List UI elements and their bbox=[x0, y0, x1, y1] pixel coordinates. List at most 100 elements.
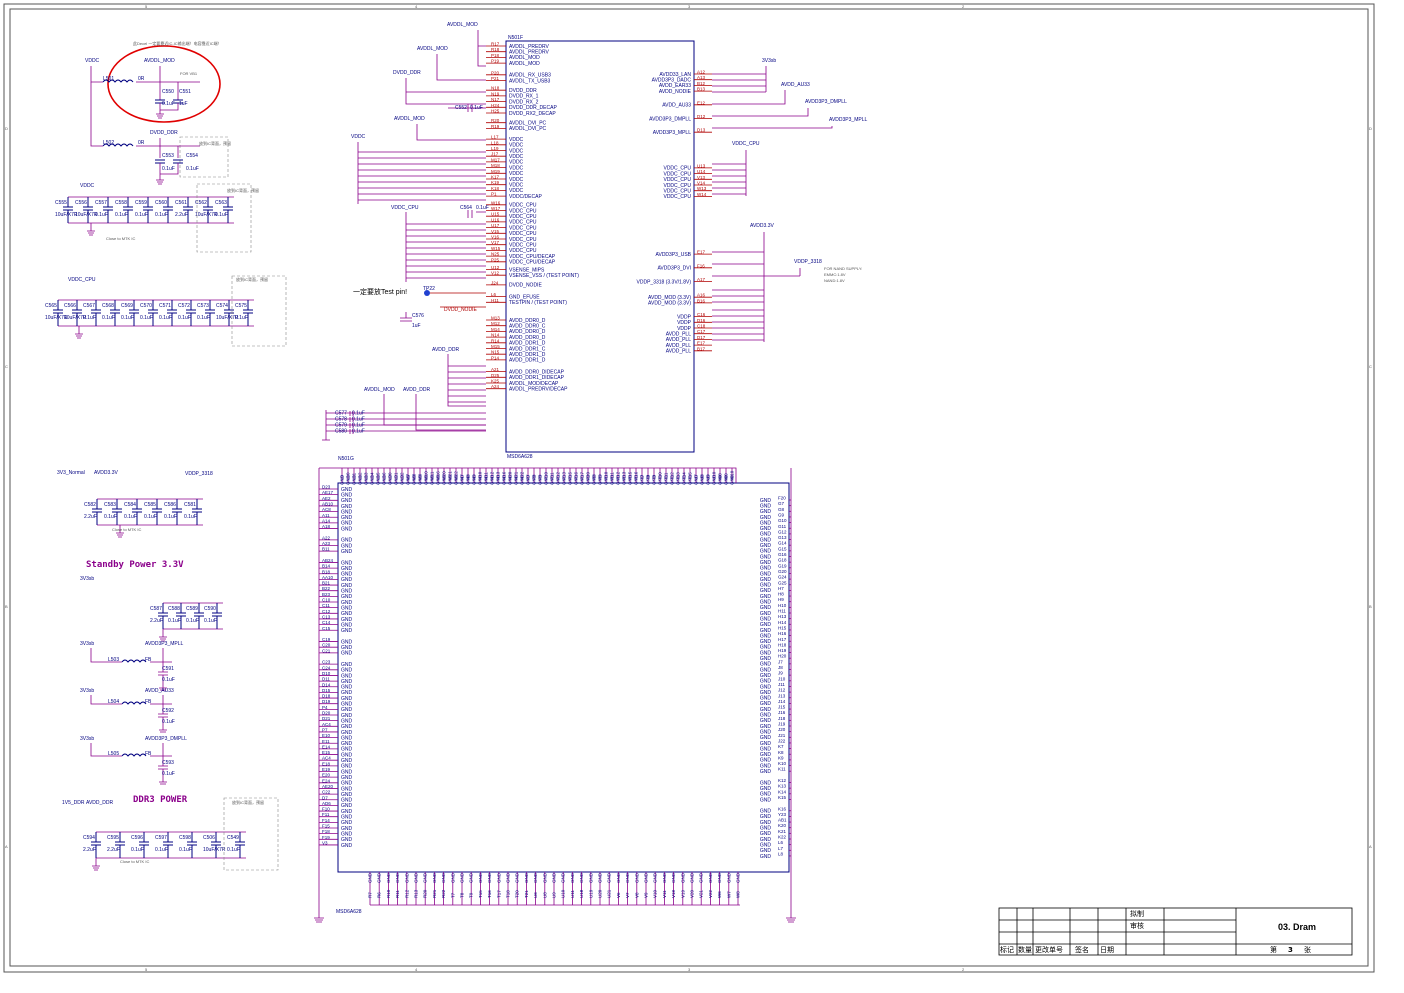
gnd-1 bbox=[156, 103, 179, 119]
cap-ref: C587 bbox=[150, 606, 162, 612]
c564-val: 0.1uF bbox=[476, 205, 489, 211]
cap-value: 0.1uF bbox=[155, 212, 168, 218]
pin-number: P9 bbox=[538, 474, 543, 480]
pin-number: W10 bbox=[730, 470, 735, 480]
fb-wires bbox=[90, 648, 172, 691]
pin-name: AVDD_PLL bbox=[666, 332, 691, 338]
c564-ref: C564 bbox=[460, 205, 472, 211]
capacitor-symbol bbox=[115, 832, 125, 858]
pin-name: GND bbox=[622, 474, 627, 485]
pin-number: J10 bbox=[778, 676, 786, 681]
pin-number: T9 bbox=[652, 474, 657, 480]
pin-name: GND bbox=[502, 474, 507, 485]
capacitor-symbol bbox=[163, 832, 173, 858]
gnd-2 bbox=[156, 163, 179, 185]
decap-ref: C578 bbox=[335, 417, 347, 423]
pin-name: GND bbox=[760, 594, 772, 600]
cap-value: 0.1uF bbox=[184, 514, 197, 520]
pin-name: VDDP_3318 (3.3V/1.8V) bbox=[637, 279, 692, 285]
cap-value: 0.1uF bbox=[227, 847, 240, 853]
pin-name: VDDC bbox=[509, 137, 524, 143]
pin-name: GND bbox=[610, 474, 615, 485]
pin-name: VDDC_CPU/DECAP bbox=[509, 260, 556, 266]
pin-number: M14 bbox=[491, 327, 500, 332]
pin-number: A21 bbox=[491, 367, 500, 372]
pin-name: GND bbox=[760, 571, 772, 577]
pin-number: Y23 bbox=[778, 812, 787, 817]
cap-value: 0.1uF bbox=[115, 212, 128, 218]
pin-number: P8 bbox=[532, 474, 537, 480]
pin-name: GND bbox=[682, 474, 687, 485]
pin-name: GND bbox=[760, 526, 772, 532]
pin-number: C23 bbox=[322, 660, 331, 665]
cap-value: 0.1uF bbox=[186, 618, 199, 624]
pin-name: GND bbox=[341, 707, 353, 713]
pin-number: D11 bbox=[322, 677, 330, 682]
pin-number: AB10 bbox=[322, 501, 334, 506]
pin-name: GND bbox=[341, 752, 353, 758]
pin-number: V9 bbox=[644, 892, 649, 898]
fb-cap-value: 0.1uF bbox=[162, 771, 175, 777]
pin-number: R17 bbox=[491, 42, 500, 47]
pin-number: P10 bbox=[544, 471, 549, 480]
pin-name: GND bbox=[760, 520, 772, 526]
pin-number: H13 bbox=[778, 614, 787, 619]
pin-name: GND bbox=[760, 577, 772, 583]
pin-number: M16 bbox=[436, 471, 441, 480]
pin-number: U21 bbox=[607, 889, 612, 898]
pin-name: GND bbox=[508, 474, 513, 485]
pin-name: GND bbox=[556, 474, 561, 485]
sheet-inner-border bbox=[9, 8, 1369, 967]
c552-ref: C552 bbox=[455, 105, 467, 111]
cap-value: 0.1uF bbox=[121, 315, 134, 321]
net-avdd-ddr-3: AVDD_DDR bbox=[403, 387, 431, 393]
pin-name: GND bbox=[653, 872, 658, 883]
pin-number: J8 bbox=[778, 665, 783, 670]
net-vddc-cpu-2: VDDC_CPU bbox=[391, 205, 419, 211]
c553-val: 0.1uF bbox=[162, 166, 175, 172]
pin-name: GND bbox=[760, 588, 772, 594]
pin-number: AB1 bbox=[778, 818, 787, 823]
pin-number: P25 bbox=[491, 257, 500, 262]
net-vddc-3: VDDC bbox=[351, 134, 366, 140]
pin-name: AVDD_AU33 bbox=[662, 103, 691, 109]
pin-name: DVDD_RX2_DECAP bbox=[509, 111, 556, 117]
pin-name: GND bbox=[341, 543, 353, 549]
pin-name: GND bbox=[592, 474, 597, 485]
pin-number: A14 bbox=[322, 518, 331, 523]
cap-ref: C583 bbox=[104, 502, 116, 508]
capacitor-symbol bbox=[91, 300, 101, 326]
pin-name: GND bbox=[662, 872, 667, 883]
fb-ref: L504 bbox=[108, 699, 119, 705]
pin-name: GND bbox=[341, 645, 353, 651]
pin-number: D23 bbox=[322, 485, 331, 490]
pin-number: K13 bbox=[778, 784, 787, 789]
pin-number: D19 bbox=[322, 699, 331, 704]
pin-number: N14 bbox=[491, 333, 500, 338]
fb-cap-ref: C592 bbox=[162, 708, 174, 714]
pin-name: GND bbox=[574, 474, 579, 485]
net-avdd3p3-mpll-2: AVDD3P3_MPLL bbox=[829, 117, 867, 123]
pin-number: M8 bbox=[412, 473, 417, 480]
pin-name: GND bbox=[484, 474, 489, 485]
pin-number: N7 bbox=[460, 474, 465, 480]
pin-number: N11 bbox=[484, 472, 489, 480]
pin-name: GND bbox=[469, 872, 474, 883]
pin-name: AVDDL_MOD bbox=[509, 61, 540, 67]
pin-number: V14 bbox=[697, 181, 706, 186]
pin-name: GND bbox=[760, 605, 772, 611]
testpoint-tp22[interactable] bbox=[424, 290, 430, 296]
capacitor-symbol bbox=[172, 499, 182, 525]
pin-number: K21 bbox=[778, 829, 787, 834]
pin-number: G25 bbox=[778, 580, 787, 585]
pin-name: GND bbox=[450, 872, 455, 883]
pin-number: G20 bbox=[778, 569, 787, 574]
section-standby-title: Standby Power 3.3V bbox=[86, 560, 184, 570]
cap-ref: C582 bbox=[84, 502, 96, 508]
pin-number: U14 bbox=[697, 169, 706, 174]
decap-value: 0.1uF bbox=[352, 429, 365, 435]
pin-name: VDDP bbox=[677, 326, 692, 332]
cap-ref: C555 bbox=[55, 200, 67, 206]
pin-number: G7 bbox=[778, 501, 785, 506]
